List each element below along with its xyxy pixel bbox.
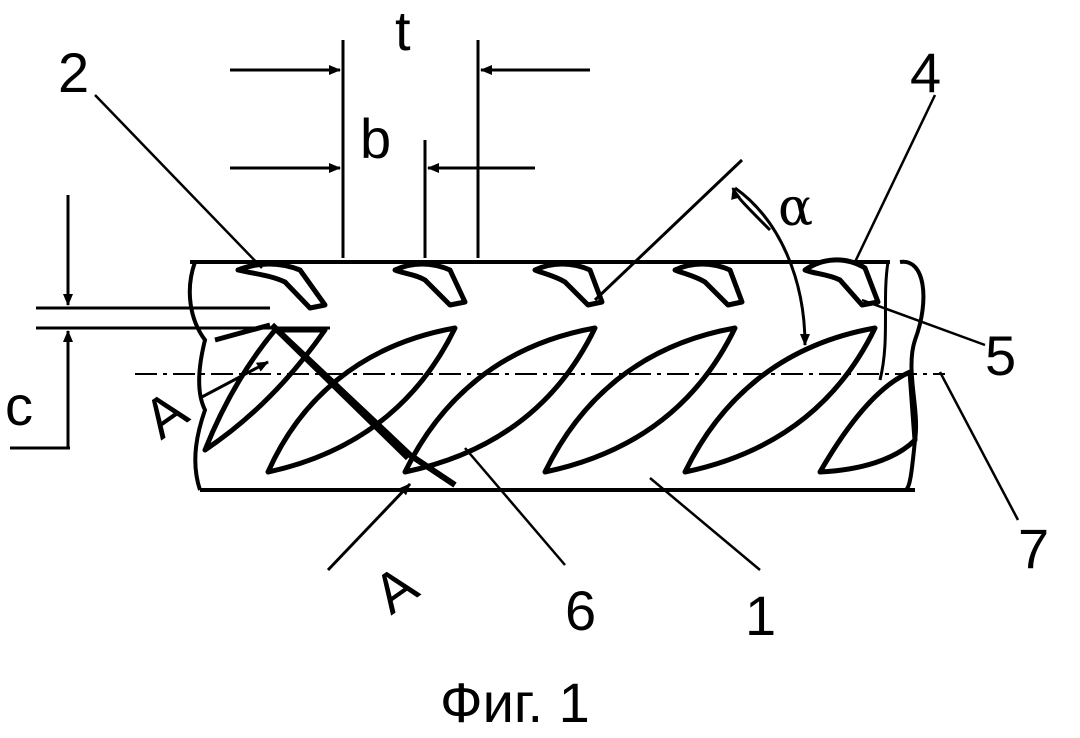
label-rib-edge: 5 — [985, 324, 1016, 387]
dimension-angle-label: α — [778, 178, 813, 238]
dimension-pitch-label: t — [395, 0, 411, 62]
top-ribs — [238, 260, 878, 308]
diagonal-ribs — [205, 325, 915, 472]
label-rib-left: 2 — [58, 41, 89, 104]
label-axis: 7 — [1018, 517, 1049, 580]
dimension-rib-height-label: c — [5, 374, 33, 437]
section-mark-right: A — [362, 552, 429, 625]
dimension-rib-width-label: b — [360, 107, 391, 170]
figure-caption: Фиг. 1 — [440, 671, 590, 734]
section-mark-left: A — [132, 377, 199, 450]
label-rebar-core: 1 — [745, 584, 776, 647]
label-rib-right: 4 — [910, 41, 941, 104]
label-longitudinal-feature: 6 — [565, 579, 596, 642]
